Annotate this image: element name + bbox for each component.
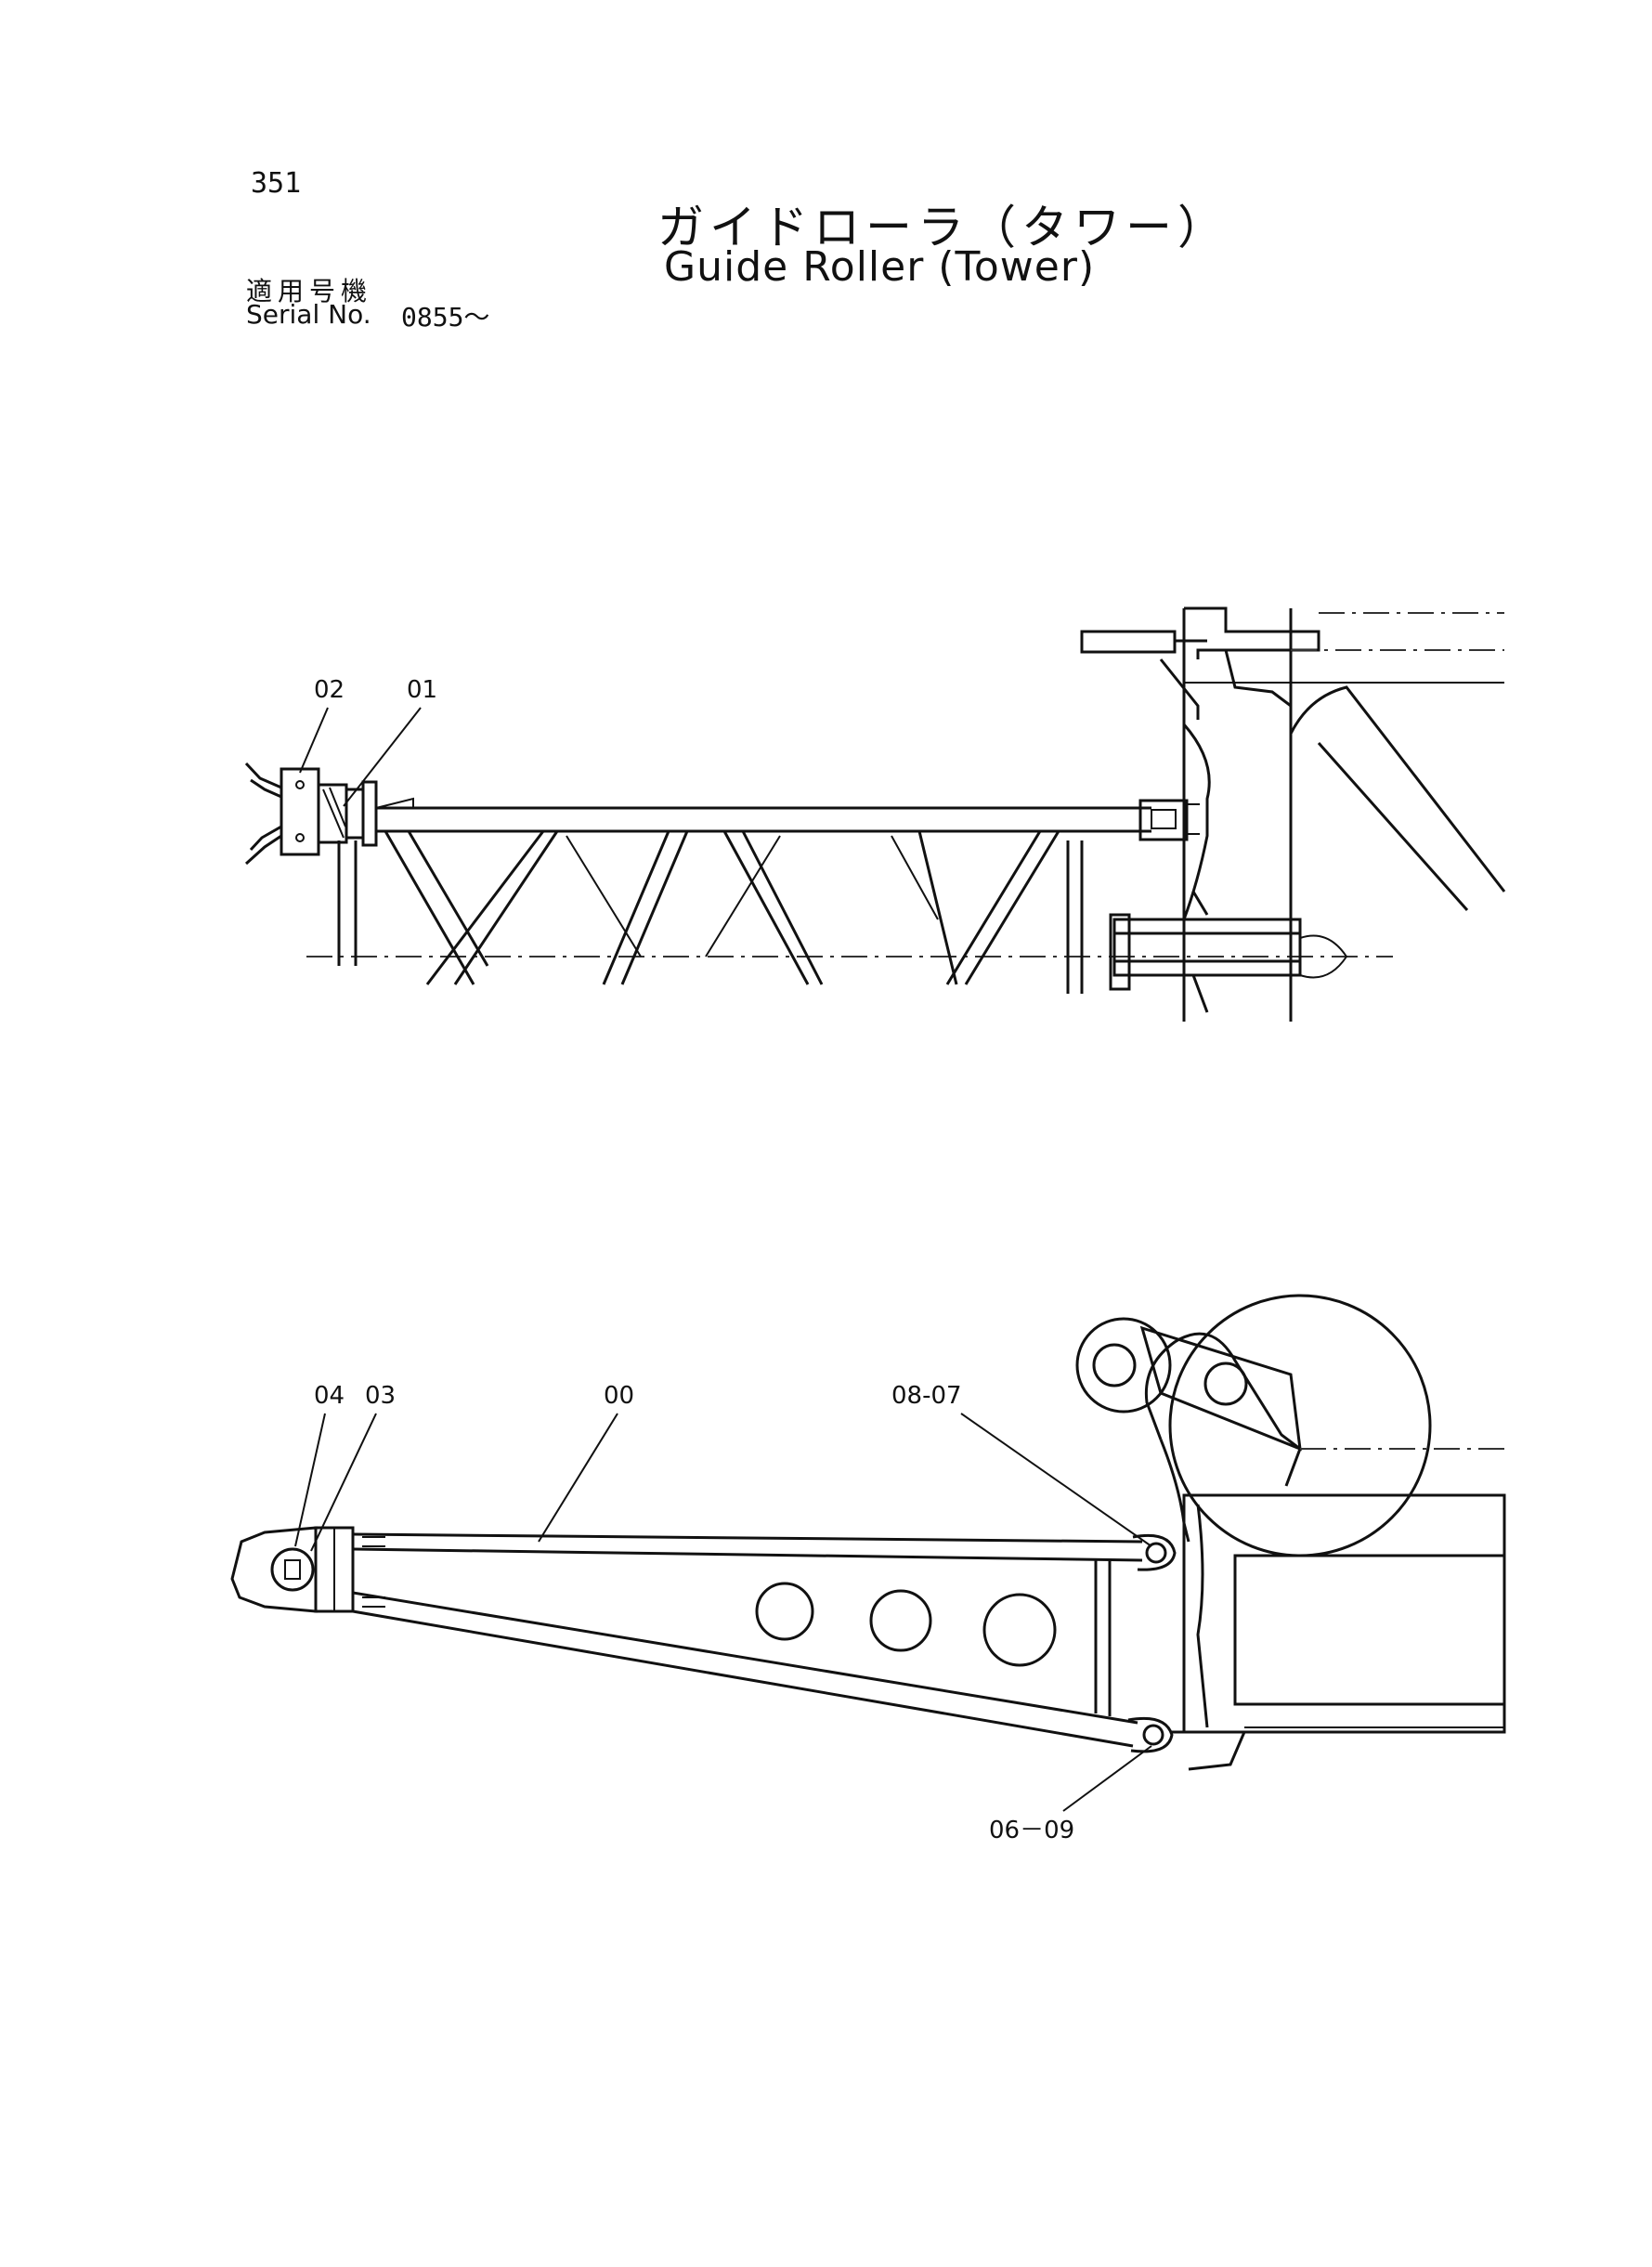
leader-line-01 (343, 707, 422, 807)
page-title-english: Guide Roller (Tower) (664, 243, 1096, 291)
roller-flange (361, 780, 378, 847)
page-number: 351 (251, 167, 302, 200)
sheave-bracket (1075, 1317, 1172, 1414)
callout-label-04: 04 (314, 1382, 345, 1410)
lightening-hole-2 (869, 1589, 932, 1652)
callout-label-01: 01 (407, 676, 438, 704)
roller-collar (345, 788, 365, 840)
tower-window (1233, 1554, 1506, 1706)
upper-arm-bottom (352, 1547, 1143, 1562)
roller-end-side (230, 1526, 355, 1613)
arm-clevis (1138, 799, 1189, 841)
tower-structure-top (1080, 606, 1506, 1022)
leader-line-06-09 (1062, 1745, 1152, 1812)
leader-line-03 (310, 1413, 377, 1552)
lower-arm-bottom (352, 1609, 1134, 1748)
callout-label-08-07: 08-07 (891, 1382, 962, 1410)
callout-label-02: 02 (314, 676, 345, 704)
leader-line-00 (538, 1413, 618, 1543)
serial-label-japanese: 適用号機 (246, 276, 373, 306)
lower-sheave (1112, 918, 1302, 977)
roller-nose (230, 1526, 318, 1613)
callout-label-06-09: 06－09 (989, 1817, 1075, 1844)
callout-label-03: 03 (365, 1382, 397, 1410)
guide-roller-top (244, 762, 378, 866)
guide-sheave (1168, 1294, 1432, 1557)
tower-frame-side (1075, 1294, 1506, 1771)
lower-pin-eye (1127, 1716, 1174, 1753)
lightening-hole-1 (755, 1582, 814, 1641)
lightening-hole-3 (982, 1593, 1057, 1667)
serial-label-english: Serial No. (246, 299, 371, 330)
page-title-japanese: ガイドローラ（タワー） (657, 201, 1229, 254)
tower-body (1182, 1493, 1506, 1734)
lattice-boom (337, 829, 1084, 994)
leader-line-04 (294, 1413, 326, 1547)
top-view-assembly (244, 606, 1506, 1022)
leader-line-08-07 (960, 1413, 1152, 1547)
lower-arm-top (352, 1591, 1138, 1725)
leader-line-02 (299, 707, 329, 774)
callout-label-00: 00 (604, 1382, 635, 1410)
upper-pin-eye (1132, 1533, 1177, 1571)
serial-number-value: 0855～ (401, 302, 490, 332)
roller-shaft (270, 1547, 315, 1592)
side-view-assembly (230, 1294, 1506, 1812)
upper-arm-top (352, 1532, 1143, 1544)
